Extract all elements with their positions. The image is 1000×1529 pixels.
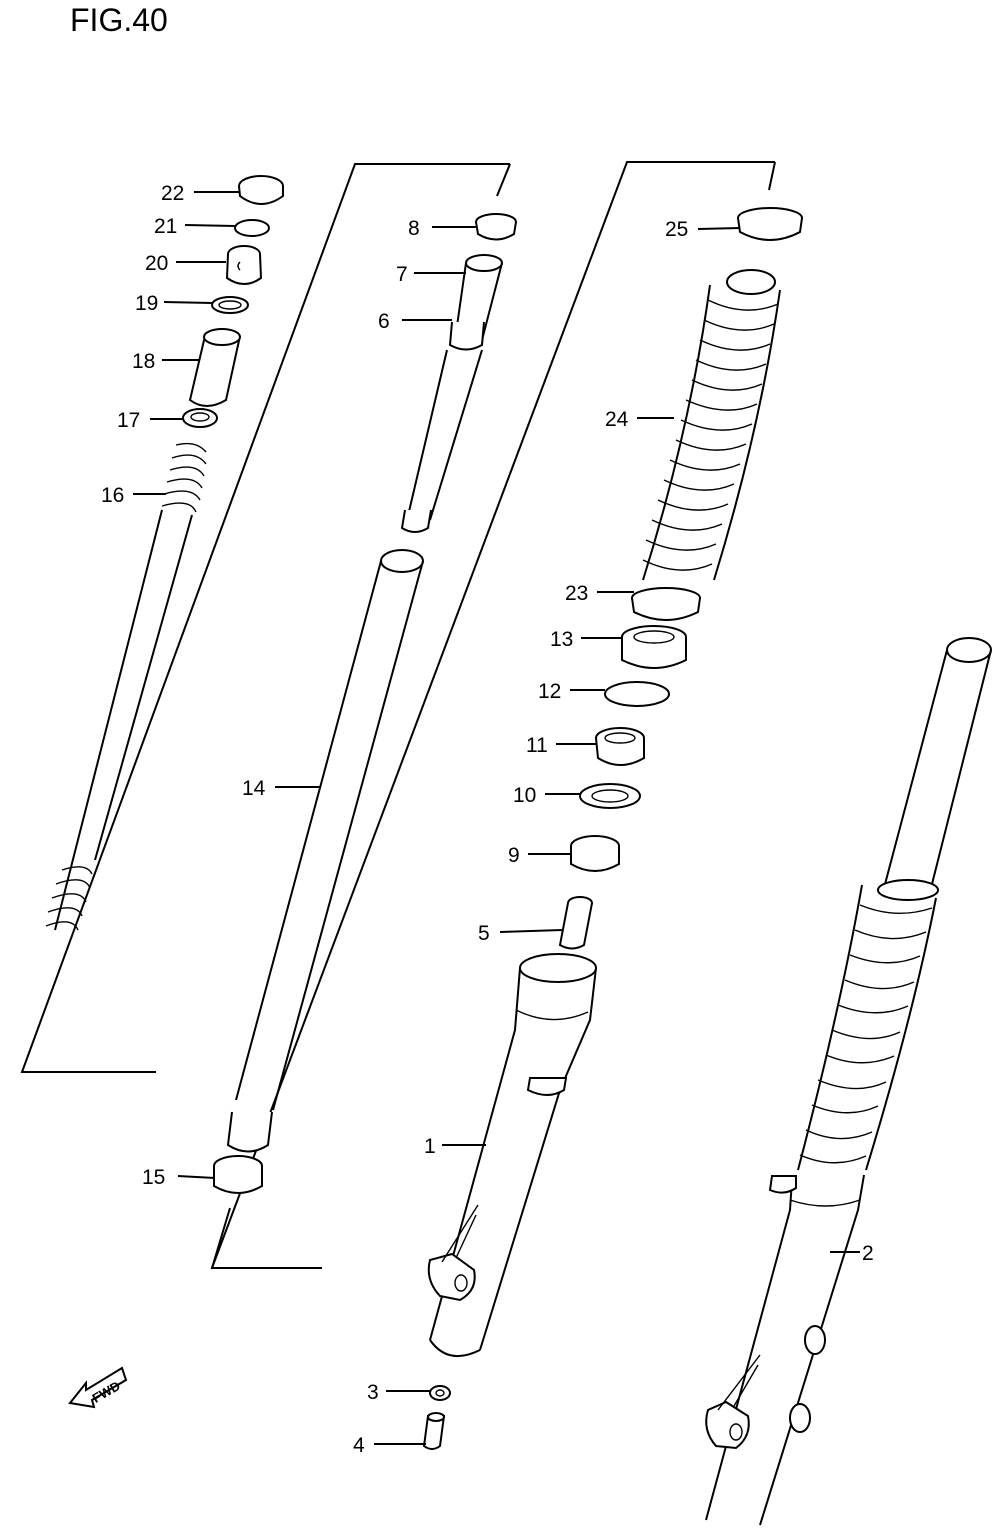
bracket-middle [210, 161, 775, 1269]
fwd-arrow: FWD [68, 1366, 128, 1409]
callout-14: 14 [242, 777, 266, 800]
leader-lines [133, 191, 860, 1445]
callout-2: 2 [862, 1242, 874, 1265]
clamp-part-25 [737, 207, 803, 241]
callout-10: 10 [513, 784, 536, 807]
bushing-part-15 [213, 1155, 263, 1194]
callout-13: 13 [550, 628, 573, 651]
bracket-left [20, 163, 510, 1073]
clamp-part-23 [631, 587, 701, 621]
ring-part-8 [475, 213, 517, 241]
bolt-part-4 [422, 1412, 446, 1450]
callout-4: 4 [353, 1434, 365, 1457]
callout-19: 19 [135, 292, 158, 315]
callout-15: 15 [142, 1166, 165, 1189]
callout-8: 8 [408, 217, 420, 240]
seat-part-17 [182, 408, 218, 428]
callout-25: 25 [665, 218, 688, 241]
callout-5: 5 [478, 922, 490, 945]
bracket-middle-right-edge [768, 161, 776, 191]
figure-title: FIG.40 [70, 2, 168, 38]
washer-part-3 [429, 1385, 451, 1401]
circlip-part-21 [234, 219, 270, 237]
cap-bolt-part-20 [225, 245, 263, 285]
callout-3: 3 [367, 1381, 379, 1404]
cap-part-22 [238, 175, 284, 205]
inner-tube-part-14 [226, 549, 424, 1153]
callout-12: 12 [538, 680, 561, 703]
oil-lock-piece-part-5 [558, 896, 593, 950]
damper-rod-part-7 [400, 254, 503, 533]
outer-tube-part-1 [427, 953, 597, 1358]
callout-20: 20 [145, 252, 168, 275]
washer-part-10 [579, 783, 641, 809]
callout-6: 6 [378, 310, 390, 333]
front-fork-assembly-part-2 [705, 637, 992, 1526]
callout-18: 18 [132, 350, 155, 373]
oil-seal-part-13 [621, 625, 687, 669]
callout-9: 9 [508, 844, 520, 867]
circlip-part-12 [604, 681, 670, 707]
spring-part-16 [45, 442, 207, 931]
spacer-part-18 [188, 328, 241, 407]
callout-24: 24 [605, 408, 629, 431]
callout-labels: 22 21 20 19 18 17 16 8 7 6 14 15 25 24 2… [101, 182, 874, 1457]
bracket-middle-bottom-edge [211, 1207, 231, 1269]
bracket-left-right-edge [496, 163, 511, 197]
callout-11: 11 [526, 734, 548, 757]
ring-part-11 [595, 727, 645, 766]
callout-7: 7 [396, 263, 408, 286]
callout-17: 17 [117, 409, 140, 432]
callout-16: 16 [101, 484, 124, 507]
callout-23: 23 [565, 582, 588, 605]
washer-part-19 [211, 296, 249, 314]
bushing-part-9 [570, 835, 620, 872]
callout-1: 1 [424, 1135, 436, 1158]
boot-part-24 [642, 269, 781, 581]
callout-22: 22 [161, 182, 184, 205]
callout-21: 21 [154, 215, 177, 238]
